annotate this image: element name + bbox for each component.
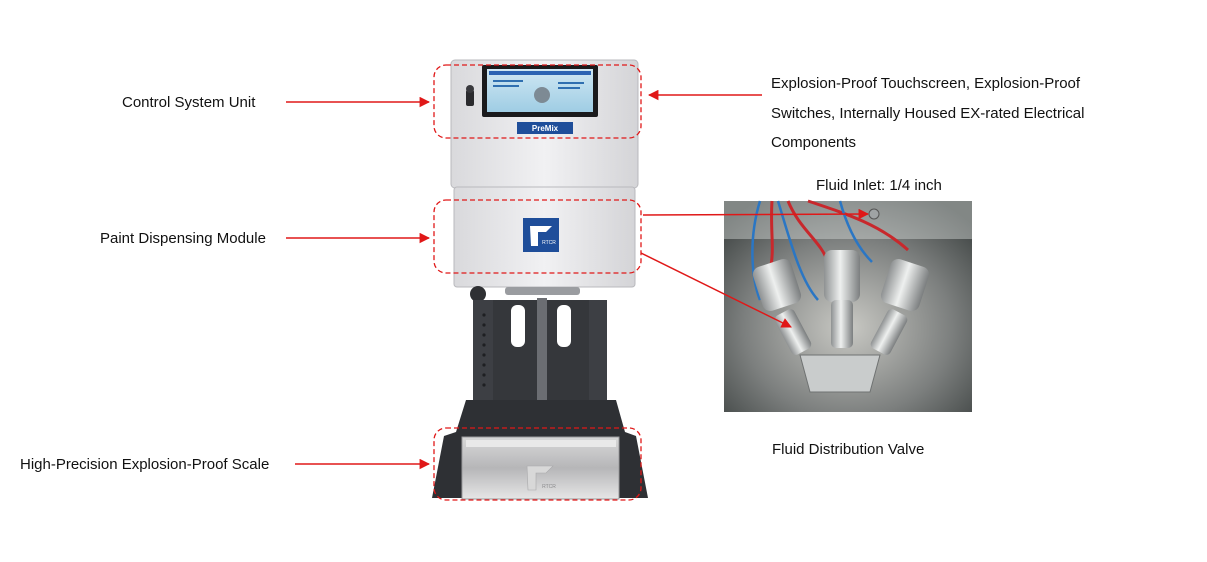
label-paint-dispensing-module: Paint Dispensing Module xyxy=(100,230,266,247)
explosion-proof-switch-icon xyxy=(466,85,474,106)
dispenser-machine: PreMix RTCR xyxy=(432,59,648,500)
module-logo-text: RTCR xyxy=(542,240,556,246)
callout-box-module xyxy=(433,199,642,274)
label-control-system-unit: Control System Unit xyxy=(122,94,256,111)
fluid-inlet-fitting-icon xyxy=(868,208,880,220)
tube-blue-icon xyxy=(751,200,762,301)
side-knob-icon xyxy=(470,286,486,302)
callout-box-scale xyxy=(433,427,642,501)
screen-content-icon xyxy=(489,71,591,103)
scale-logo-text: RTCR xyxy=(542,484,556,490)
module-logo-badge xyxy=(523,218,559,252)
tube-blue-icon xyxy=(838,200,873,263)
label-fluid-inlet: Fluid Inlet: 1/4 inch xyxy=(816,177,942,194)
nozzle-rail xyxy=(505,287,580,295)
label-scale: High-Precision Explosion-Proof Scale xyxy=(20,456,270,473)
scale-tray-edge xyxy=(466,440,616,447)
scale-logo-icon xyxy=(526,465,554,491)
tube-blue-icon xyxy=(776,200,819,301)
panel-logo: PreMix xyxy=(532,124,559,133)
label-fluid-distribution-valve: Fluid Distribution Valve xyxy=(772,441,925,458)
valve-photo xyxy=(724,199,972,412)
callout-box-control xyxy=(433,64,642,139)
arrow-fluid-valve xyxy=(640,252,792,328)
tube-red-icon xyxy=(807,199,909,252)
panel-logo-plate xyxy=(517,122,573,134)
label-touchscreen: Explosion-Proof Touchscreen, Explosion-P… xyxy=(771,75,1085,151)
arrow-fluid-inlet xyxy=(642,208,870,220)
valve-body-icon xyxy=(752,250,930,393)
module-logo-icon xyxy=(530,226,552,246)
